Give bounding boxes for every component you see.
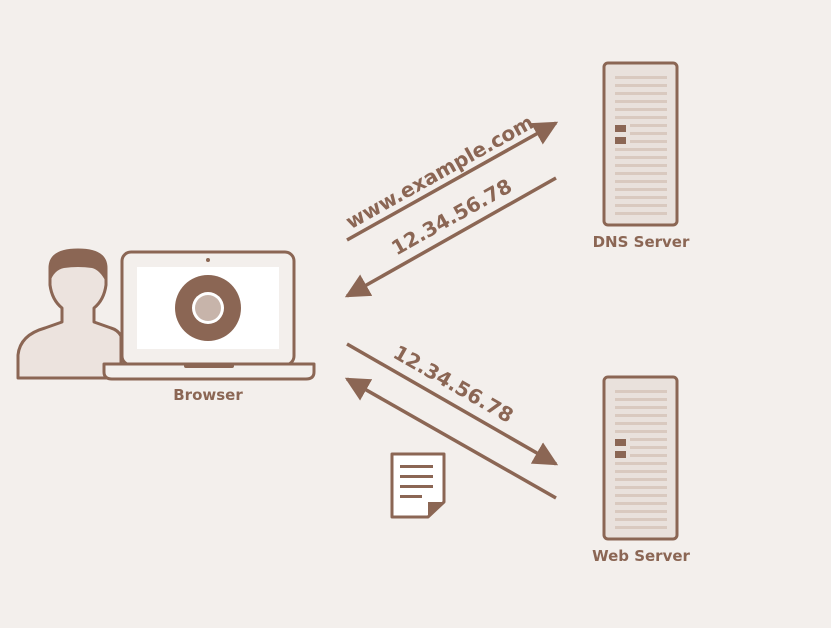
browser-label: Browser (173, 386, 243, 404)
web-server-label: Web Server (592, 547, 690, 565)
web-server-vents (615, 390, 667, 529)
web-request-arrow (346, 342, 559, 466)
web-response-arrow (344, 377, 557, 500)
dns-server-icon (602, 61, 679, 227)
dns-server-label: DNS Server (593, 233, 690, 251)
dns-request-arrow (346, 121, 559, 242)
document-icon (390, 452, 446, 519)
dns-server-vents (615, 76, 667, 215)
dns-response-arrow (344, 176, 557, 298)
web-server-icon (602, 375, 679, 541)
browser-logo-icon (175, 275, 241, 341)
user-icon (16, 248, 123, 380)
